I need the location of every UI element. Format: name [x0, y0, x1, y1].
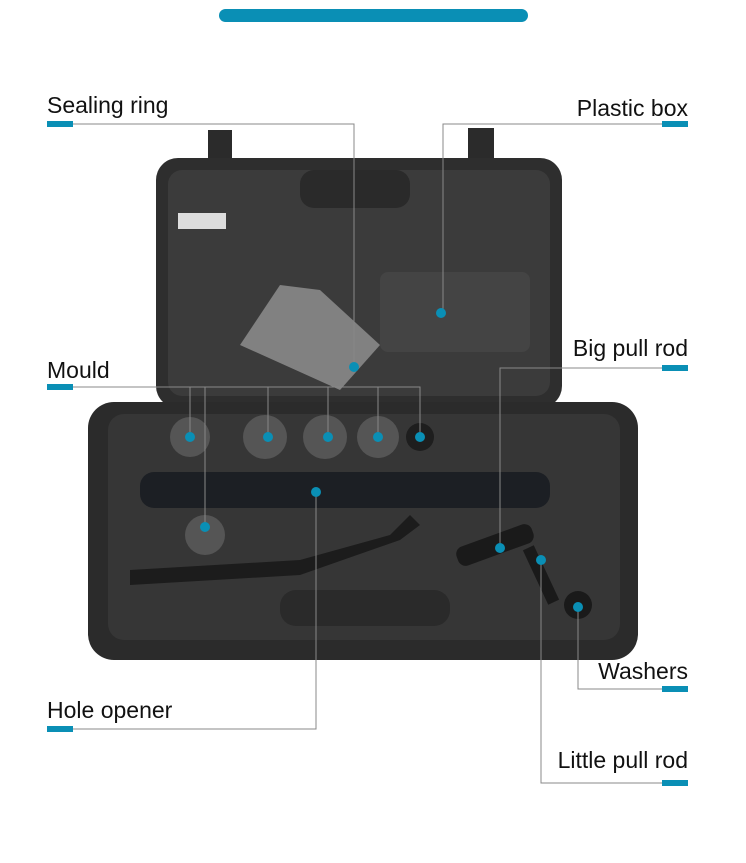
- label-hole-opener: Hole opener: [47, 697, 173, 723]
- label-accent-bars: [47, 121, 688, 786]
- label-big-pull-rod: Big pull rod: [572, 335, 688, 361]
- label-plastic-box: Plastic box: [576, 95, 688, 121]
- label-mould: Mould: [47, 357, 110, 383]
- label-washers: Washers: [598, 658, 688, 684]
- leader-lines: [73, 123, 662, 784]
- case-lid: [156, 128, 562, 408]
- header-bar: [219, 9, 528, 22]
- case-base: [88, 402, 638, 660]
- label-little-pull-rod: Little pull rod: [557, 747, 688, 773]
- marker-dots: [185, 308, 583, 612]
- label-sealing-ring: Sealing ring: [47, 92, 169, 118]
